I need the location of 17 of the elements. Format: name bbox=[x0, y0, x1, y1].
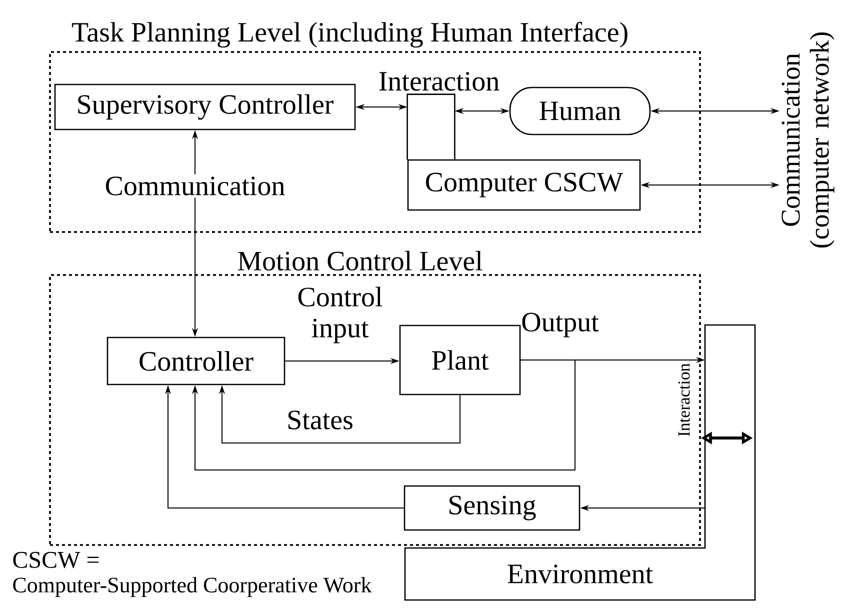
process-box: Computer CSCW bbox=[407, 159, 641, 211]
note-text: Computer-Supported Coorperative Work bbox=[13, 577, 372, 597]
text-label: Communication (computer network) bbox=[782, 32, 834, 248]
edge-label: Interaction bbox=[678, 363, 690, 436]
node-label: Motion Control Level bbox=[238, 250, 482, 271]
process-box: Controller bbox=[106, 336, 286, 386]
edge-label: States bbox=[288, 410, 352, 430]
edge-label: Control input bbox=[298, 286, 382, 344]
arrow bbox=[192, 360, 576, 470]
process-box: Supervisory Controller bbox=[54, 84, 356, 130]
text-label: Communication bbox=[106, 176, 285, 196]
note-text: CSCW = bbox=[13, 552, 99, 568]
interaction-block: Interaction bbox=[379, 72, 500, 160]
process-box: Plant bbox=[399, 324, 521, 396]
edge-label: Output bbox=[522, 312, 599, 338]
process-box: Sensing bbox=[404, 485, 580, 531]
node-label: Task Planning Level (including Human Interface) bbox=[72, 22, 628, 48]
